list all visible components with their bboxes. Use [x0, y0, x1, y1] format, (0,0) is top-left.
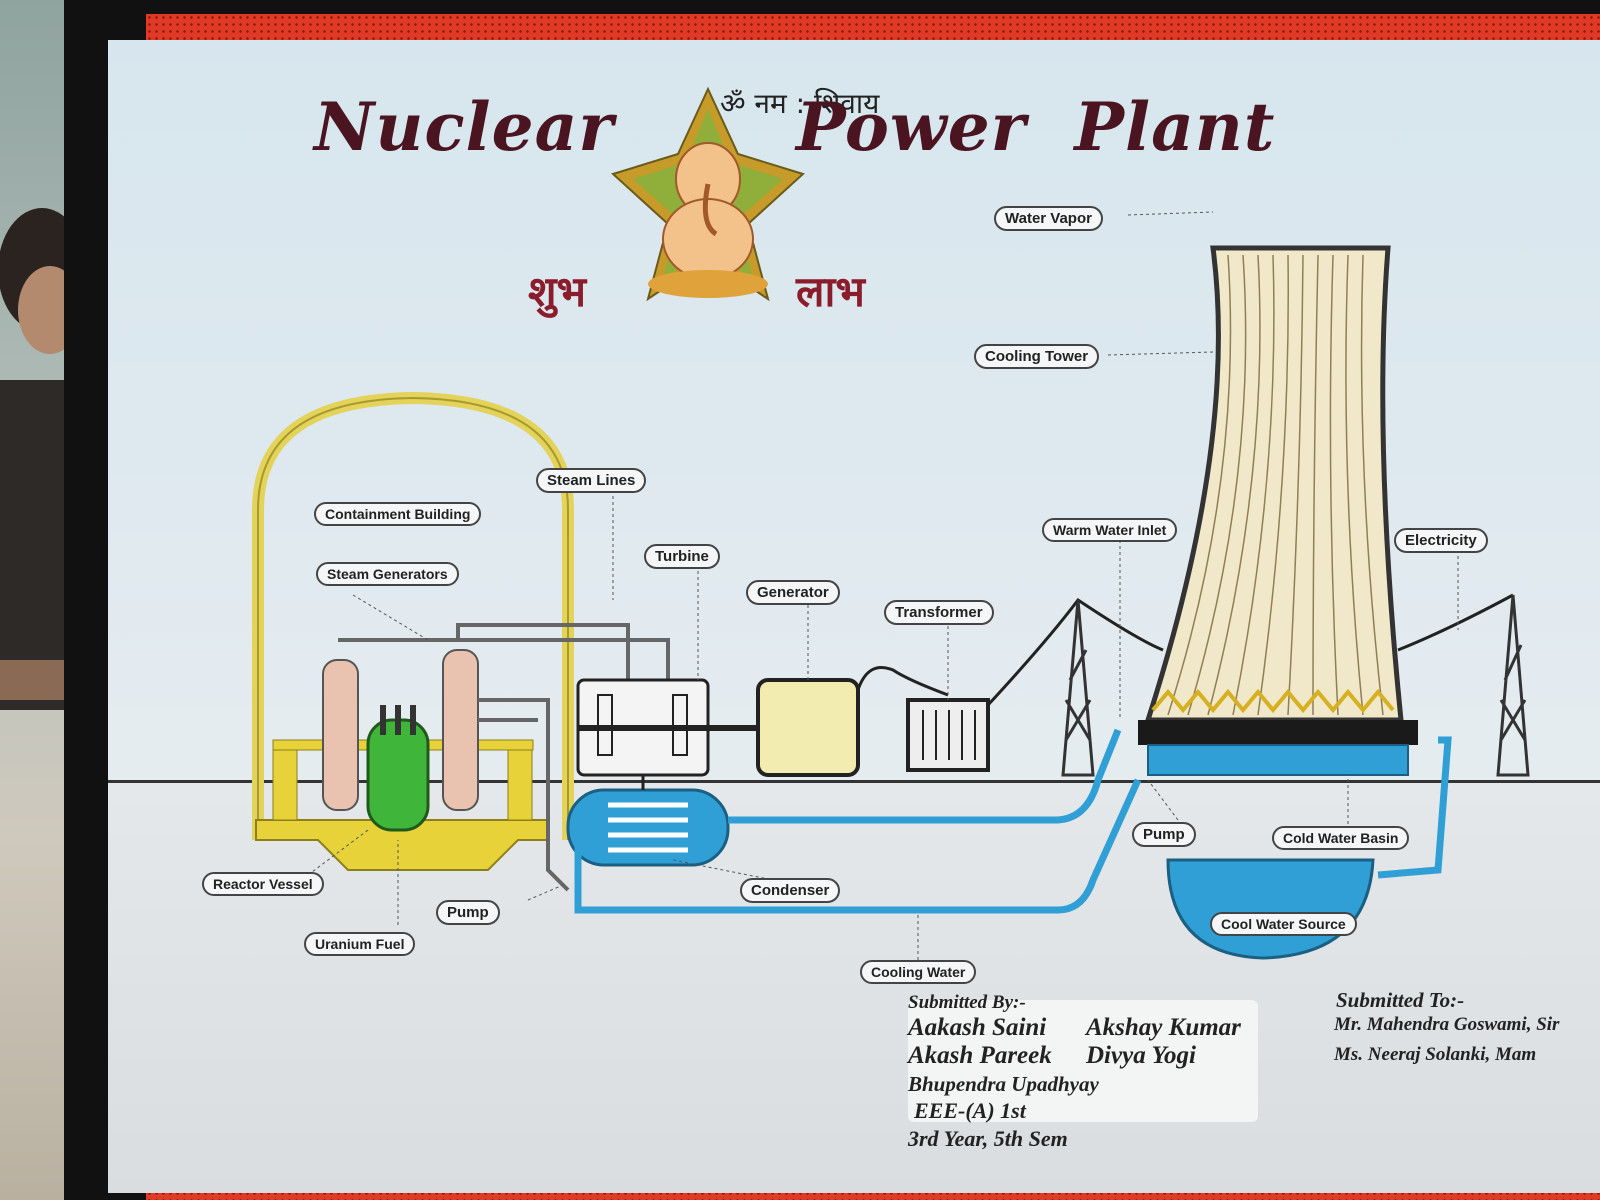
submitted-to-line1: Mr. Mahendra Goswami, Sir [1334, 1014, 1560, 1035]
label-reactor-vessel: Reactor Vessel [202, 872, 324, 896]
plant-diagram [252, 211, 1530, 960]
label-pump-right: Pump [1132, 822, 1196, 847]
cold-water-basin-shape [1147, 744, 1409, 776]
submitted-by-heading: Submitted By:- [908, 992, 1026, 1013]
generator-shape [756, 678, 860, 777]
label-condenser: Condenser [740, 878, 841, 903]
cool-water-source-shape [1166, 858, 1375, 960]
label-cool-water-source: Cool Water Source [1210, 912, 1357, 936]
name-akash-pareek: Akash Pareek [908, 1042, 1052, 1069]
label-electricity: Electricity [1394, 528, 1488, 553]
label-cooling-tower: Cooling Tower [974, 344, 1100, 369]
om-namah-shivay: ॐ नम : शिवाय [720, 87, 880, 120]
label-steam-lines: Steam Lines [536, 468, 647, 493]
steam-generator-right [442, 649, 479, 811]
label-cooling-water: Cooling Water [860, 960, 977, 984]
pylon-right [1496, 594, 1530, 777]
title-power-plant: Power Plant [796, 88, 1276, 166]
poster-surface: ॐ नम : शिवाय Nuclear Power Plant शुभ लाभ… [108, 40, 1600, 1193]
label-turbine: Turbine [644, 544, 720, 569]
submitted-to-heading: Submitted To:- [1336, 988, 1465, 1012]
label-uranium-fuel: Uranium Fuel [304, 932, 416, 956]
label-steam-generators: Steam Generators [316, 562, 459, 586]
label-pump-left: Pump [436, 900, 500, 925]
name-divya-yogi: Divya Yogi [1086, 1042, 1196, 1069]
reactor-vessel-shape [366, 718, 430, 832]
title-nuclear: Nuclear [314, 88, 615, 166]
year-line: 3rd Year, 5th Sem [908, 1126, 1068, 1151]
labh-text: लाभ [796, 267, 865, 316]
label-water-vapor: Water Vapor [994, 206, 1103, 231]
label-containment-building: Containment Building [314, 502, 482, 526]
steam-generator-left [322, 659, 359, 811]
condenser-shape [566, 788, 730, 867]
label-generator: Generator [746, 580, 840, 605]
steam-lines-pipe [338, 638, 670, 680]
credits-box [908, 1000, 1258, 1122]
name-akshay-kumar: Akshay Kumar [1086, 1014, 1241, 1041]
class-line: EEE-(A) 1st [914, 1098, 1026, 1123]
label-cold-water-basin: Cold Water Basin [1272, 826, 1410, 850]
pylon-left [1061, 599, 1095, 777]
label-warm-water-inlet: Warm Water Inlet [1042, 518, 1178, 542]
name-bhupendra-upadhyay: Bhupendra Upadhyay [908, 1072, 1099, 1096]
label-transformer: Transformer [884, 600, 994, 625]
shubh-text: शुभ [528, 267, 587, 316]
ganesha-emblem [611, 86, 805, 302]
name-aakash-saini: Aakash Saini [908, 1014, 1047, 1041]
cooling-water-pipe [728, 728, 1122, 824]
submitted-to-line2: Ms. Neeraj Solanki, Mam [1334, 1044, 1537, 1065]
